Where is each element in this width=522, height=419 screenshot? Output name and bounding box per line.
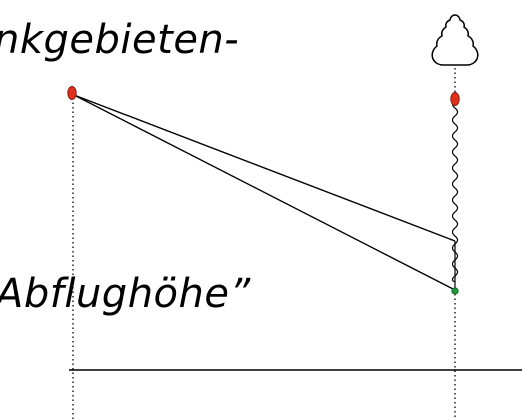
tree-icon xyxy=(432,15,478,65)
label-top: nkgebieten- xyxy=(0,20,239,60)
trajectory-line-upper xyxy=(74,95,455,241)
trajectory-line-lower xyxy=(74,95,455,290)
bottom-right-dot xyxy=(452,288,458,294)
top-right-dot xyxy=(451,93,459,106)
source-dot xyxy=(68,87,76,100)
label-bottom: Abflughöhe” xyxy=(0,274,251,314)
